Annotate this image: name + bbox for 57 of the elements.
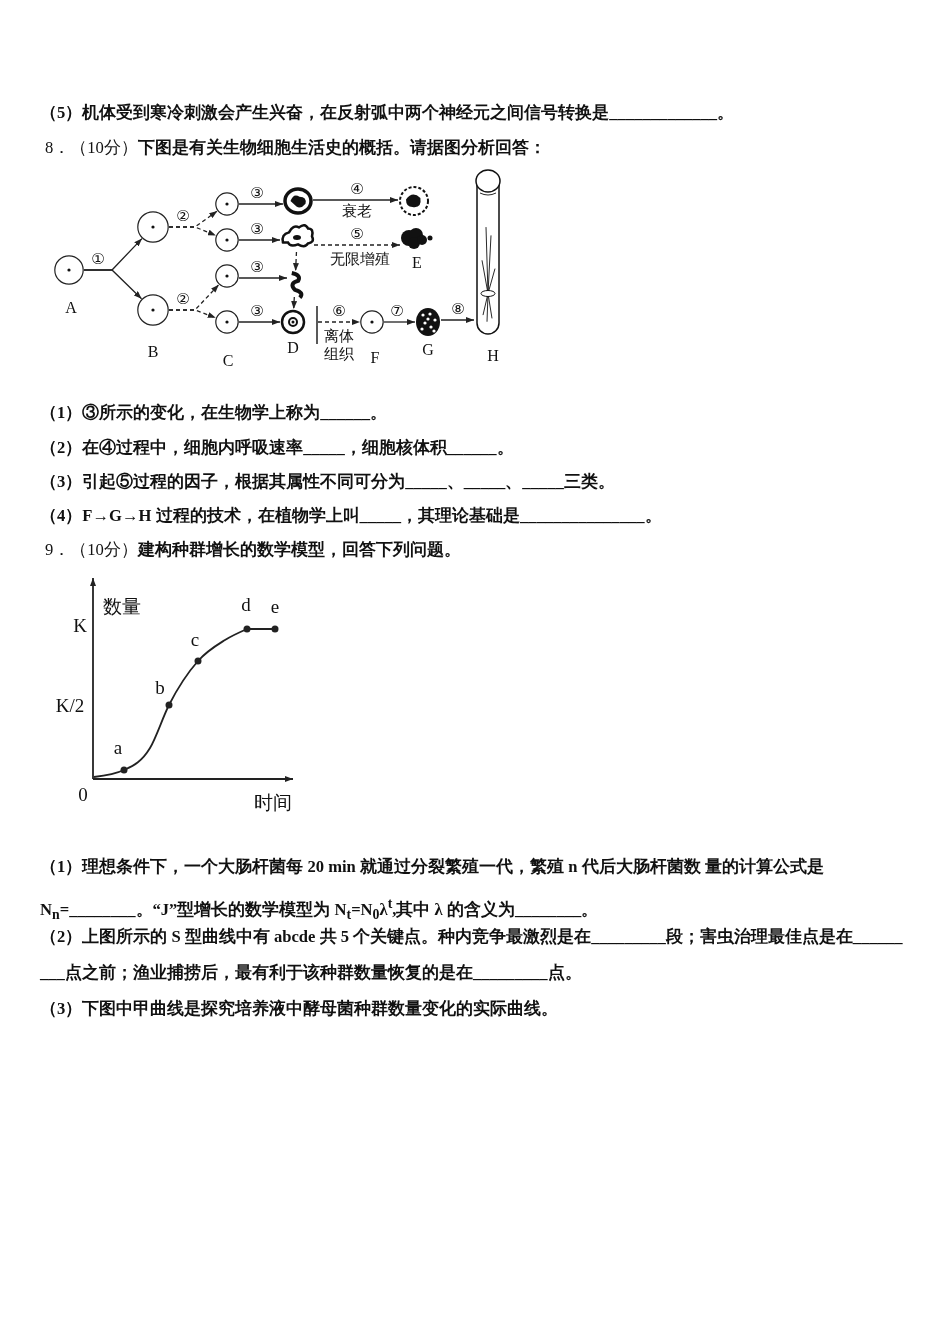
axis-title: 数量 bbox=[103, 596, 141, 618]
stage-letter: A bbox=[65, 299, 77, 317]
step-number: ⑧ bbox=[451, 301, 465, 318]
arrow bbox=[238, 237, 281, 243]
stage-letter: D bbox=[287, 339, 299, 357]
question-text: （3）下图中甲曲线是探究培养液中酵母菌种群数量变化的实际曲线。 bbox=[40, 998, 559, 1020]
arrow bbox=[440, 317, 475, 323]
step-number: ⑥ bbox=[332, 303, 346, 320]
stage-letter: B bbox=[147, 343, 159, 361]
tick-label: K bbox=[73, 615, 87, 637]
question-text: （1）理想条件下，一个大肠杆菌每 20 min 就通过分裂繁殖一代，繁殖 n 代后大肠杆菌数 量的计算公式是N$_{n}$=________。“J”型增长的数学模型为 N$_{t}$=N$_{0}$λ$^{t}$,其中 λ 的含义为________。 bbox=[40, 856, 825, 924]
question-text: （1）③所示的变化，在生物学上称为______。 bbox=[40, 402, 388, 424]
question-text: （3）引起⑤过程的因子，根据其属性不同可分为_____、_____、_____三类。 bbox=[40, 471, 615, 493]
arrow bbox=[168, 309, 217, 319]
arrow bbox=[383, 319, 416, 325]
question-text: （5）机体受到寒冷刺激会产生兴奋，在反射弧中两个神经元之间信号转换是_____________。 bbox=[40, 102, 735, 124]
arrow bbox=[313, 242, 401, 248]
step-number: ⑤ bbox=[350, 226, 364, 243]
step-number: ② bbox=[176, 291, 190, 308]
arrow bbox=[291, 296, 298, 310]
process-label: 离体组织 bbox=[323, 327, 355, 363]
step-number: ② bbox=[176, 208, 190, 225]
tick-label: K/2 bbox=[55, 695, 85, 717]
arrow bbox=[168, 226, 217, 237]
tick-label: 0 bbox=[78, 784, 88, 806]
question-heading: 8．（10分）下图是有关生物细胞生活史的概括。请据图分析回答： bbox=[45, 137, 546, 159]
arrow bbox=[317, 319, 361, 325]
arrow bbox=[238, 275, 288, 281]
process-label: 衰老 bbox=[342, 202, 372, 220]
point-label: e bbox=[270, 596, 280, 618]
step-number: ① bbox=[91, 251, 105, 268]
stage-letter: G bbox=[422, 341, 434, 359]
step-number: ③ bbox=[250, 303, 264, 320]
question-text: （2）上图所示的 S 型曲线中有 abcde 共 5 个关键点。种内竞争最激烈是在_________段；害虫治理最佳点是在_________点之前；渔业捕捞后，最有利于该种群数量恢复的是在_________点。 bbox=[40, 926, 904, 984]
step-number: ③ bbox=[250, 185, 264, 202]
arrow bbox=[238, 319, 281, 325]
stage-letter: E bbox=[412, 254, 422, 272]
step-number: ⑦ bbox=[390, 303, 404, 320]
question-text: （2）在④过程中，细胞内呼吸速率_____，细胞核体积______。 bbox=[40, 437, 514, 459]
arrow bbox=[83, 269, 143, 300]
step-number: ③ bbox=[250, 221, 264, 238]
point-label: d bbox=[241, 594, 251, 616]
step-number: ③ bbox=[250, 259, 264, 276]
arrow bbox=[238, 201, 284, 207]
arrow bbox=[312, 197, 399, 203]
question-heading: 9．（10分）建构种群增长的数学模型，回答下列问题。 bbox=[45, 539, 461, 561]
step-number: ④ bbox=[350, 181, 364, 198]
stage-letter: F bbox=[370, 349, 380, 367]
stage-letter: H bbox=[487, 347, 499, 365]
stage-letter: C bbox=[222, 352, 234, 370]
axis-title: 时间 bbox=[254, 792, 292, 814]
point-label: c bbox=[190, 629, 200, 651]
arrow bbox=[292, 251, 299, 272]
point-label: a bbox=[113, 737, 123, 759]
process-label: 无限增殖 bbox=[330, 250, 390, 268]
point-label: b bbox=[155, 677, 165, 699]
question-text: （4）F→G→H 过程的技术，在植物学上叫_____，其理论基础是_______________。 bbox=[40, 505, 662, 527]
